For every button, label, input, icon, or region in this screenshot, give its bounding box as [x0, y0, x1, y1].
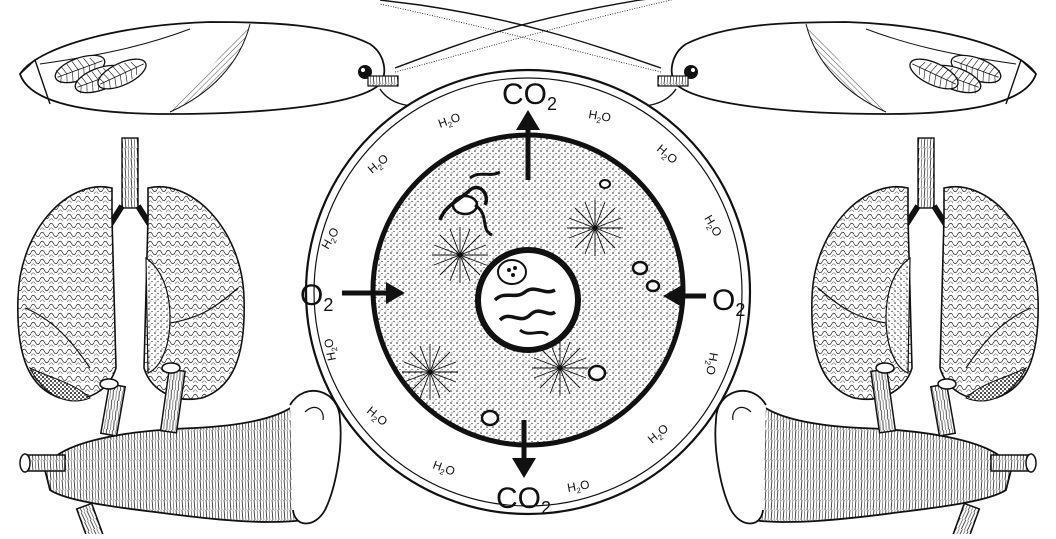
right-lungs-icon — [812, 138, 1038, 401]
left-antenna — [395, 0, 680, 68]
left-lungs-icon — [18, 138, 244, 401]
left-antenna-2 — [395, 0, 680, 72]
nucleus — [478, 250, 578, 350]
right-insect-gills-icon — [626, 22, 1036, 114]
left-insect-gills-icon — [20, 22, 430, 114]
